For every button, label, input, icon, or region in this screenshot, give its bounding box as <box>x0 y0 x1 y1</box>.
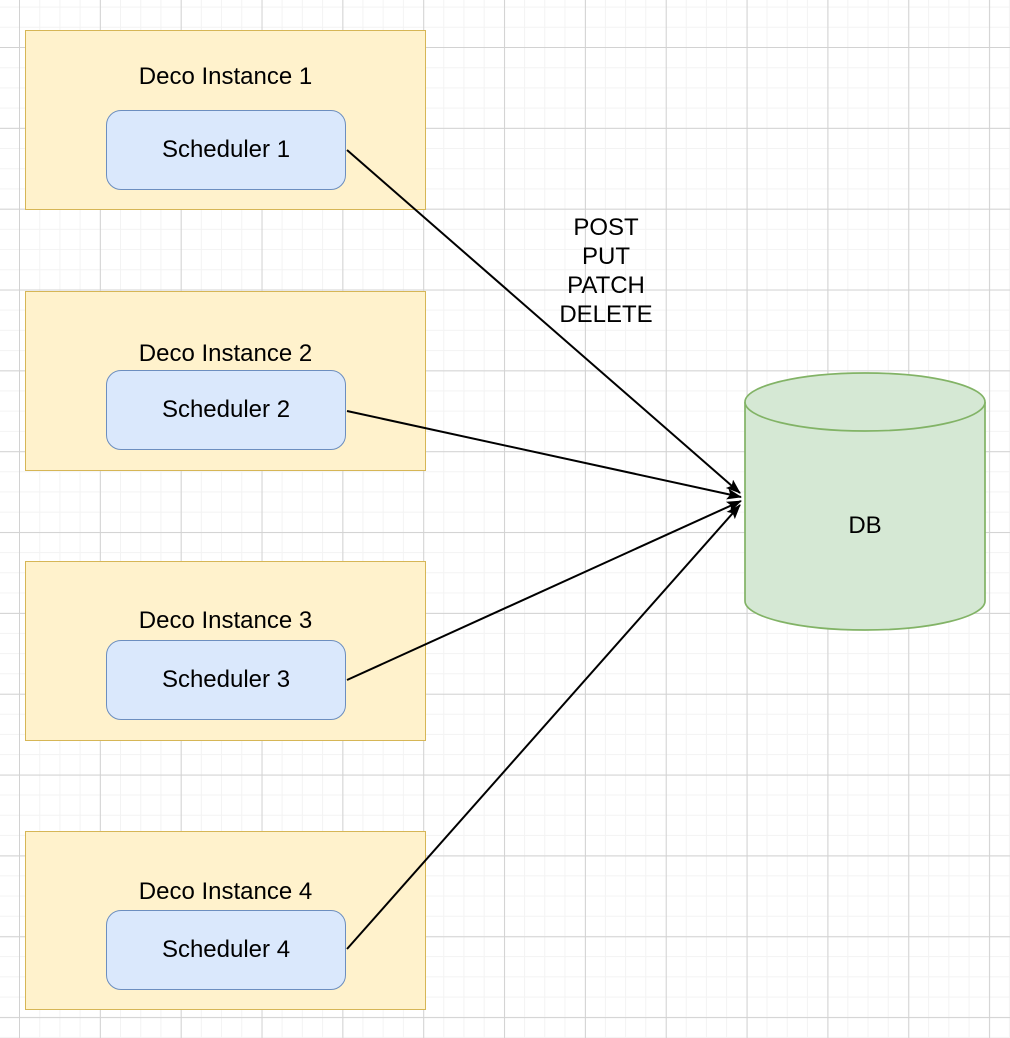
scheduler-3-node[interactable]: Scheduler 3 <box>106 640 346 720</box>
db-cylinder-top <box>744 372 986 432</box>
deco-instance-4-label: Deco Instance 4 <box>138 878 313 905</box>
scheduler-1-node[interactable]: Scheduler 1 <box>106 110 346 190</box>
scheduler-2-node[interactable]: Scheduler 2 <box>106 370 346 450</box>
http-method-delete: DELETE <box>559 301 653 328</box>
deco-instance-1-label: Deco Instance 1 <box>138 63 313 90</box>
db-label: DB <box>848 512 882 539</box>
scheduler-2-label: Scheduler 2 <box>161 396 291 423</box>
scheduler-4-node[interactable]: Scheduler 4 <box>106 910 346 990</box>
deco-instance-2-label: Deco Instance 2 <box>138 340 313 367</box>
scheduler-3-label: Scheduler 3 <box>161 666 291 693</box>
http-method-put: PUT <box>582 243 630 270</box>
http-method-post: POST <box>573 214 639 241</box>
db-cylinder[interactable] <box>744 372 986 631</box>
deco-instance-3-label: Deco Instance 3 <box>138 607 313 634</box>
http-method-patch: PATCH <box>567 272 645 299</box>
scheduler-1-label: Scheduler 1 <box>161 136 291 163</box>
http-methods-label: POST PUT PATCH DELETE <box>526 213 686 329</box>
scheduler-4-label: Scheduler 4 <box>161 936 291 963</box>
